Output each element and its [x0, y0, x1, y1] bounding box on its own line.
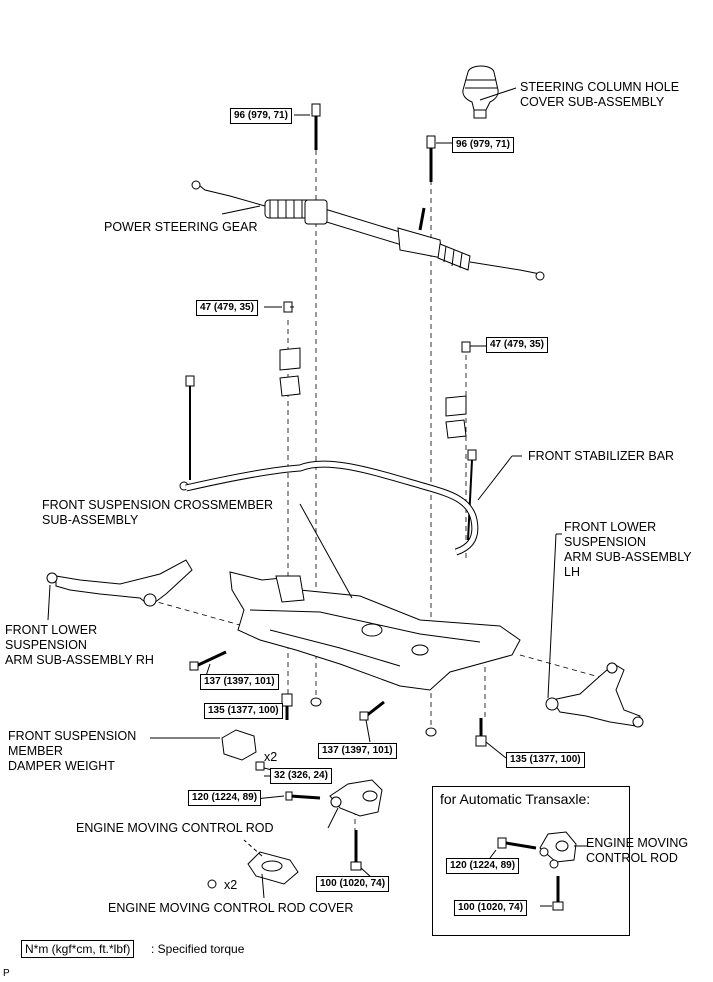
steering-column-cover-label: STEERING COLUMN HOLE COVER SUB-ASSEMBLY [520, 80, 680, 109]
engine-moving-control-rod-shape [285, 779, 383, 879]
torque-32: 32 (326, 24) [270, 768, 332, 784]
torque-100-a: 100 (1020, 74) [316, 876, 390, 892]
torque-135-a: 135 (1377, 100) [204, 703, 283, 719]
engine-rod-cover-label: ENGINE MOVING CONTROL ROD COVER [108, 901, 354, 915]
damper-weight-label: FRONT SUSPENSION MEMBER DAMPER WEIGHT [8, 729, 137, 773]
bolt-96-a-shape [294, 103, 321, 150]
stabilizer-bracket-rh-shape [264, 301, 301, 397]
torque-47-b: 47 (479, 35) [486, 337, 548, 353]
stabilizer-link-lh-shape [467, 449, 477, 541]
lower-arm-rh-label: FRONT LOWER SUSPENSION ARM SUB-ASSEMBLY … [5, 623, 154, 667]
crossmember-label: FRONT SUSPENSION CROSSMEMBER SUB-ASSEMBL… [42, 498, 274, 527]
lower-arm-lh-shape [545, 533, 644, 728]
engine-rod-label: ENGINE MOVING CONTROL ROD [76, 821, 274, 835]
torque-96-a: 96 (979, 71) [230, 108, 292, 124]
stabilizer-bracket-lh-shape [445, 341, 486, 439]
nuts-shape [310, 697, 437, 737]
quantity-label-damper: x2 [264, 750, 278, 764]
torque-100-b: 100 (1020, 74) [454, 900, 528, 916]
stabilizer-bar-shape [185, 455, 522, 556]
crossmember-shape [229, 503, 521, 691]
torque-135-b: 135 (1377, 100) [506, 752, 585, 768]
corner-mark: P [3, 968, 10, 979]
steering-column-hole-cover-shape [462, 65, 517, 119]
bolt-135-b-shape [475, 718, 507, 759]
legend-text: : Specified torque [151, 942, 245, 956]
front-stabilizer-bar-label: FRONT STABILIZER BAR [528, 449, 675, 463]
automatic-transaxle-inset [432, 786, 630, 936]
bolt-137-a-shape [189, 650, 227, 677]
inset-engine-rod-label: ENGINE MOVING CONTROL ROD [586, 836, 689, 865]
torque-120-a: 120 (1224, 89) [188, 790, 262, 806]
quantity-label-cover: x2 [224, 878, 238, 892]
inset-title: for Automatic Transaxle: [440, 791, 591, 807]
damper-weight-shape [150, 729, 273, 771]
alignment-lines [149, 150, 611, 830]
power-steering-gear-label: POWER STEERING GEAR [104, 220, 258, 234]
engine-rod-cover-shape [207, 839, 299, 899]
inset-engine-rod-shape [489, 831, 588, 911]
torque-47-a: 47 (479, 35) [196, 300, 258, 316]
lower-arm-rh-shape [46, 559, 193, 621]
torque-137-b: 137 (1397, 101) [318, 743, 397, 759]
bolt-96-b-shape [426, 135, 452, 182]
bolt-137-b-shape [359, 700, 385, 743]
legend-unit: N*m (kgf*cm, ft.*lbf) [21, 940, 135, 958]
stabilizer-link-rh-shape [179, 375, 195, 491]
lower-arm-lh-label: FRONT LOWER SUSPENSION ARM SUB-ASSEMBLY … [564, 520, 692, 579]
torque-120-b: 120 (1224, 89) [446, 858, 520, 874]
power-steering-gear-shape [191, 180, 545, 281]
torque-137-a: 137 (1397, 101) [200, 674, 279, 690]
torque-96-b: 96 (979, 71) [452, 137, 514, 153]
